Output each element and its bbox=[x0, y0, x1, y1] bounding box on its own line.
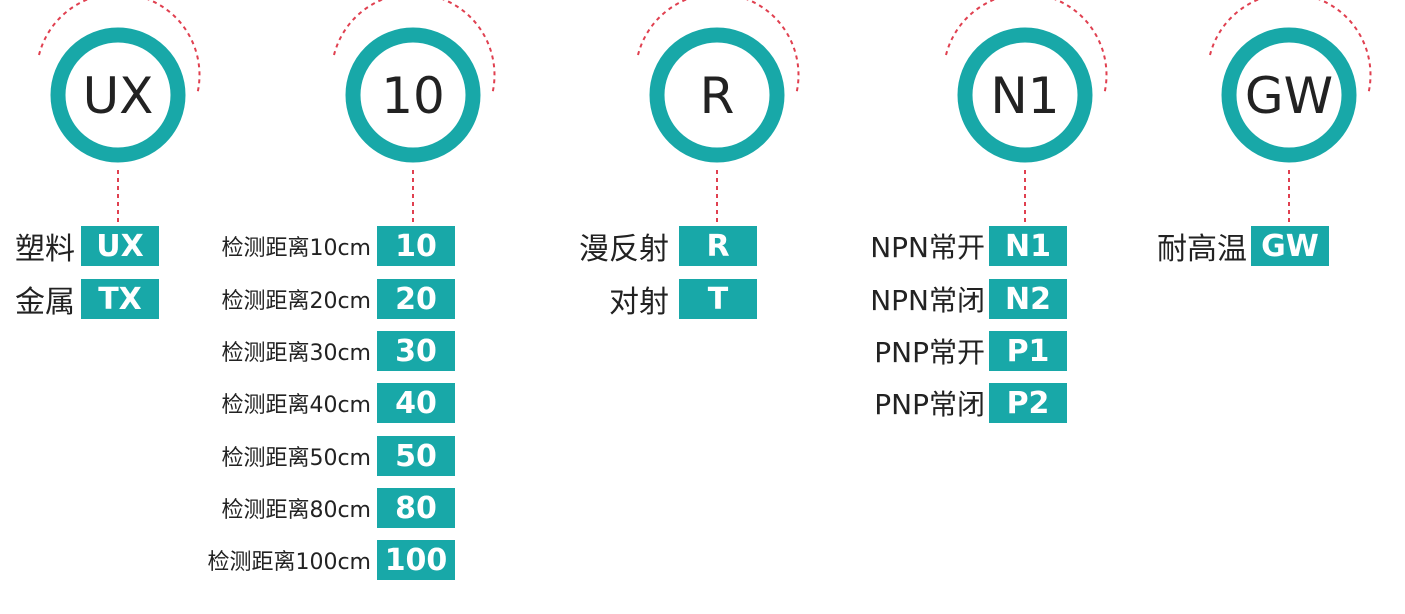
option-code: 80 bbox=[377, 488, 455, 528]
option-code: 100 bbox=[377, 540, 455, 580]
option-code: R bbox=[679, 226, 757, 266]
option-label: 金属 bbox=[15, 285, 75, 320]
dashed-arc bbox=[637, 0, 800, 96]
dashed-arc bbox=[333, 0, 496, 96]
option-label: PNP常闭 bbox=[874, 388, 985, 421]
option-label: 漫反射 bbox=[579, 232, 669, 267]
dashed-arc bbox=[945, 0, 1108, 96]
option-code: GW bbox=[1251, 226, 1329, 266]
code-circle bbox=[345, 27, 481, 163]
option-code: 40 bbox=[377, 383, 455, 423]
option-code: TX bbox=[81, 279, 159, 319]
code-circle bbox=[50, 27, 186, 163]
circle-code-text: GW bbox=[1245, 67, 1333, 125]
option-code: P2 bbox=[989, 383, 1067, 423]
group-gw: GW bbox=[1209, 0, 1372, 225]
option-code: N1 bbox=[989, 226, 1067, 266]
group-mode: R bbox=[637, 0, 800, 225]
option-label: 检测距离50cm bbox=[221, 446, 371, 471]
circle-code-text: N1 bbox=[990, 67, 1059, 125]
option-code: 20 bbox=[377, 279, 455, 319]
group-output: N1 bbox=[945, 0, 1108, 225]
option-label: 塑料 bbox=[15, 232, 75, 267]
dashed-arc bbox=[1209, 0, 1372, 96]
option-label: 耐高温 bbox=[1157, 232, 1247, 267]
code-circle bbox=[649, 27, 785, 163]
option-code: 10 bbox=[377, 226, 455, 266]
option-code: N2 bbox=[989, 279, 1067, 319]
option-code: P1 bbox=[989, 331, 1067, 371]
option-label: NPN常开 bbox=[870, 231, 985, 264]
code-circle bbox=[957, 27, 1093, 163]
option-label: 对射 bbox=[609, 285, 669, 320]
option-code: UX bbox=[81, 226, 159, 266]
option-label: PNP常开 bbox=[874, 336, 985, 369]
option-label: NPN常闭 bbox=[870, 284, 985, 317]
circle-code-text: UX bbox=[83, 67, 154, 125]
circle-code-text: 10 bbox=[381, 67, 445, 125]
option-label: 检测距离40cm bbox=[221, 393, 371, 418]
dashed-arc bbox=[38, 0, 201, 96]
option-label: 检测距离30cm bbox=[221, 341, 371, 366]
option-code: 50 bbox=[377, 436, 455, 476]
group-ux: UX bbox=[38, 0, 201, 225]
option-label: 检测距离80cm bbox=[221, 498, 371, 523]
code-circle bbox=[1221, 27, 1357, 163]
group-distance: 10 bbox=[333, 0, 496, 225]
option-label: 检测距离100cm bbox=[207, 550, 371, 575]
option-label: 检测距离10cm bbox=[221, 236, 371, 261]
option-code: 30 bbox=[377, 331, 455, 371]
circle-code-text: R bbox=[700, 67, 735, 125]
option-code: T bbox=[679, 279, 757, 319]
option-label: 检测距离20cm bbox=[221, 289, 371, 314]
